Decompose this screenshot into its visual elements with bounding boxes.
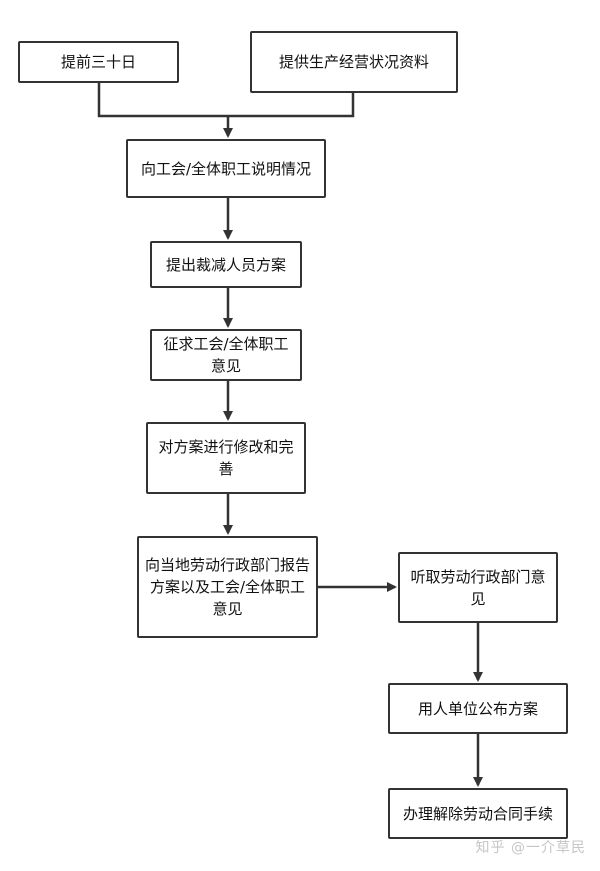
node-hear-labor-dept-label: 听取劳动行政部门意见 — [410, 567, 546, 608]
node-layoff-plan: 提出裁减人员方案 — [150, 241, 302, 288]
node-provide-operation-info: 提供生产经营状况资料 — [250, 31, 458, 93]
node-layoff-plan-label: 提出裁减人员方案 — [165, 255, 286, 274]
node-announce-plan-label: 用人单位公布方案 — [417, 699, 538, 718]
watermark: 知乎 @一介草民 — [475, 840, 586, 856]
node-revise-plan-label: 对方案进行修改和完善 — [158, 438, 294, 478]
node-notice-30-days-label: 提前三十日 — [60, 53, 136, 71]
node-report-to-labor-dept-label: 向当地劳动行政部门报告方案以及工会/全体职工意见 — [145, 556, 311, 618]
node-revise-plan: 对方案进行修改和完善 — [146, 422, 306, 494]
node-report-to-labor-dept: 向当地劳动行政部门报告方案以及工会/全体职工意见 — [137, 536, 318, 638]
node-terminate-contract-label: 办理解除劳动合同手续 — [402, 804, 553, 823]
node-explain-to-union-label: 向工会/全体职工说明情况 — [140, 159, 312, 178]
node-provide-operation-info-label: 提供生产经营状况资料 — [278, 53, 429, 71]
node-terminate-contract: 办理解除劳动合同手续 — [388, 788, 568, 839]
node-solicit-opinions: 征求工会/全体职工意见 — [150, 329, 302, 381]
node-announce-plan: 用人单位公布方案 — [388, 683, 568, 734]
node-hear-labor-dept: 听取劳动行政部门意见 — [398, 552, 558, 623]
node-explain-to-union: 向工会/全体职工说明情况 — [126, 139, 326, 198]
node-notice-30-days: 提前三十日 — [18, 41, 179, 83]
connector-n1-merge — [97, 83, 228, 118]
node-solicit-opinions-label: 征求工会/全体职工意见 — [163, 335, 289, 375]
connector-n2-merge — [228, 93, 355, 118]
